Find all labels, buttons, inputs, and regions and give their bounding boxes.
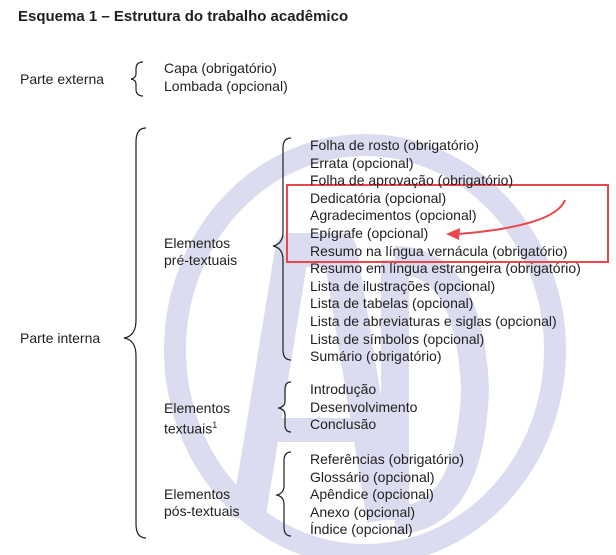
list-item: Lista de ilustrações (opcional) [310, 277, 496, 294]
pos-textuais-list: Referências (obrigatório) Glossário (opc… [310, 451, 464, 539]
list-item: Índice (opcional) [310, 521, 413, 538]
pre-textuais-list: Folha de rosto (obrigatório) Errata (opc… [310, 137, 581, 366]
list-item: Dedicatória (opcional) [310, 189, 447, 206]
list-item: Sumário (obrigatório) [310, 348, 442, 365]
pos-textuais-label-line1: Elementos [164, 486, 231, 502]
list-item: Agradecimentos (opcional) [310, 207, 477, 224]
parte-externa-label: Parte externa [20, 71, 105, 87]
list-item: Glossário (opcional) [310, 468, 435, 485]
brace-externa [130, 61, 144, 97]
list-item: Lombada (opcional) [164, 77, 288, 94]
parte-interna-label: Parte interna [20, 330, 101, 346]
parte-externa-list: Capa (obrigatório) Lombada (opcional) [164, 60, 288, 95]
pre-textuais-label-line2: pré-textuais [164, 252, 238, 268]
textuais-label-line2: textuais1 [164, 417, 230, 438]
textuais-label-line1: Elementos [164, 400, 231, 416]
pos-textuais-label-line2: pós-textuais [164, 503, 240, 519]
list-item: Resumo em língua estrangeira (obrigatóri… [310, 260, 581, 277]
textuais-list: Introdução Desenvolvimento Conclusão [310, 381, 417, 434]
page-title: Esquema 1 – Estrutura do trabalho acadêm… [18, 8, 349, 25]
list-item: Conclusão [310, 416, 377, 433]
list-item: Lista de símbolos (opcional) [310, 330, 485, 347]
list-item: Apêndice (opcional) [310, 486, 434, 503]
brace-pre-textuais [272, 137, 292, 361]
highlight-arrow [457, 199, 566, 235]
textuais-label: Elementos textuais1 [164, 400, 230, 438]
highlight-box [286, 184, 609, 263]
list-item: Lista de abreviaturas e siglas (opcional… [310, 312, 557, 329]
list-item: Introdução [310, 381, 377, 397]
textuais-label-text: textuais [164, 420, 213, 437]
footnote-mark: 1 [212, 420, 218, 430]
list-item: Folha de aprovação (obrigatório) [310, 172, 514, 189]
brace-interna [123, 127, 147, 539]
pos-textuais-label: Elementos pós-textuais [164, 486, 239, 520]
list-item: Referências (obrigatório) [310, 451, 465, 467]
list-item: Anexo (opcional) [310, 503, 416, 520]
pre-textuais-label: Elementos pré-textuais [164, 235, 237, 269]
list-item: Resumo na língua vernácula (obrigatório) [310, 242, 568, 259]
brace-textuais [277, 381, 292, 433]
highlight-arrowhead [446, 228, 460, 240]
list-item: Epígrafe (opcional) [310, 224, 429, 241]
list-item: Lista de tabelas (opcional) [310, 295, 474, 312]
brace-pos-textuais [274, 451, 292, 537]
list-item: Desenvolvimento [310, 398, 418, 415]
list-item: Folha de rosto (obrigatório) [310, 137, 479, 153]
list-item: Errata (opcional) [310, 154, 414, 171]
pre-textuais-label-line1: Elementos [164, 235, 231, 251]
list-item: Capa (obrigatório) [164, 60, 277, 76]
